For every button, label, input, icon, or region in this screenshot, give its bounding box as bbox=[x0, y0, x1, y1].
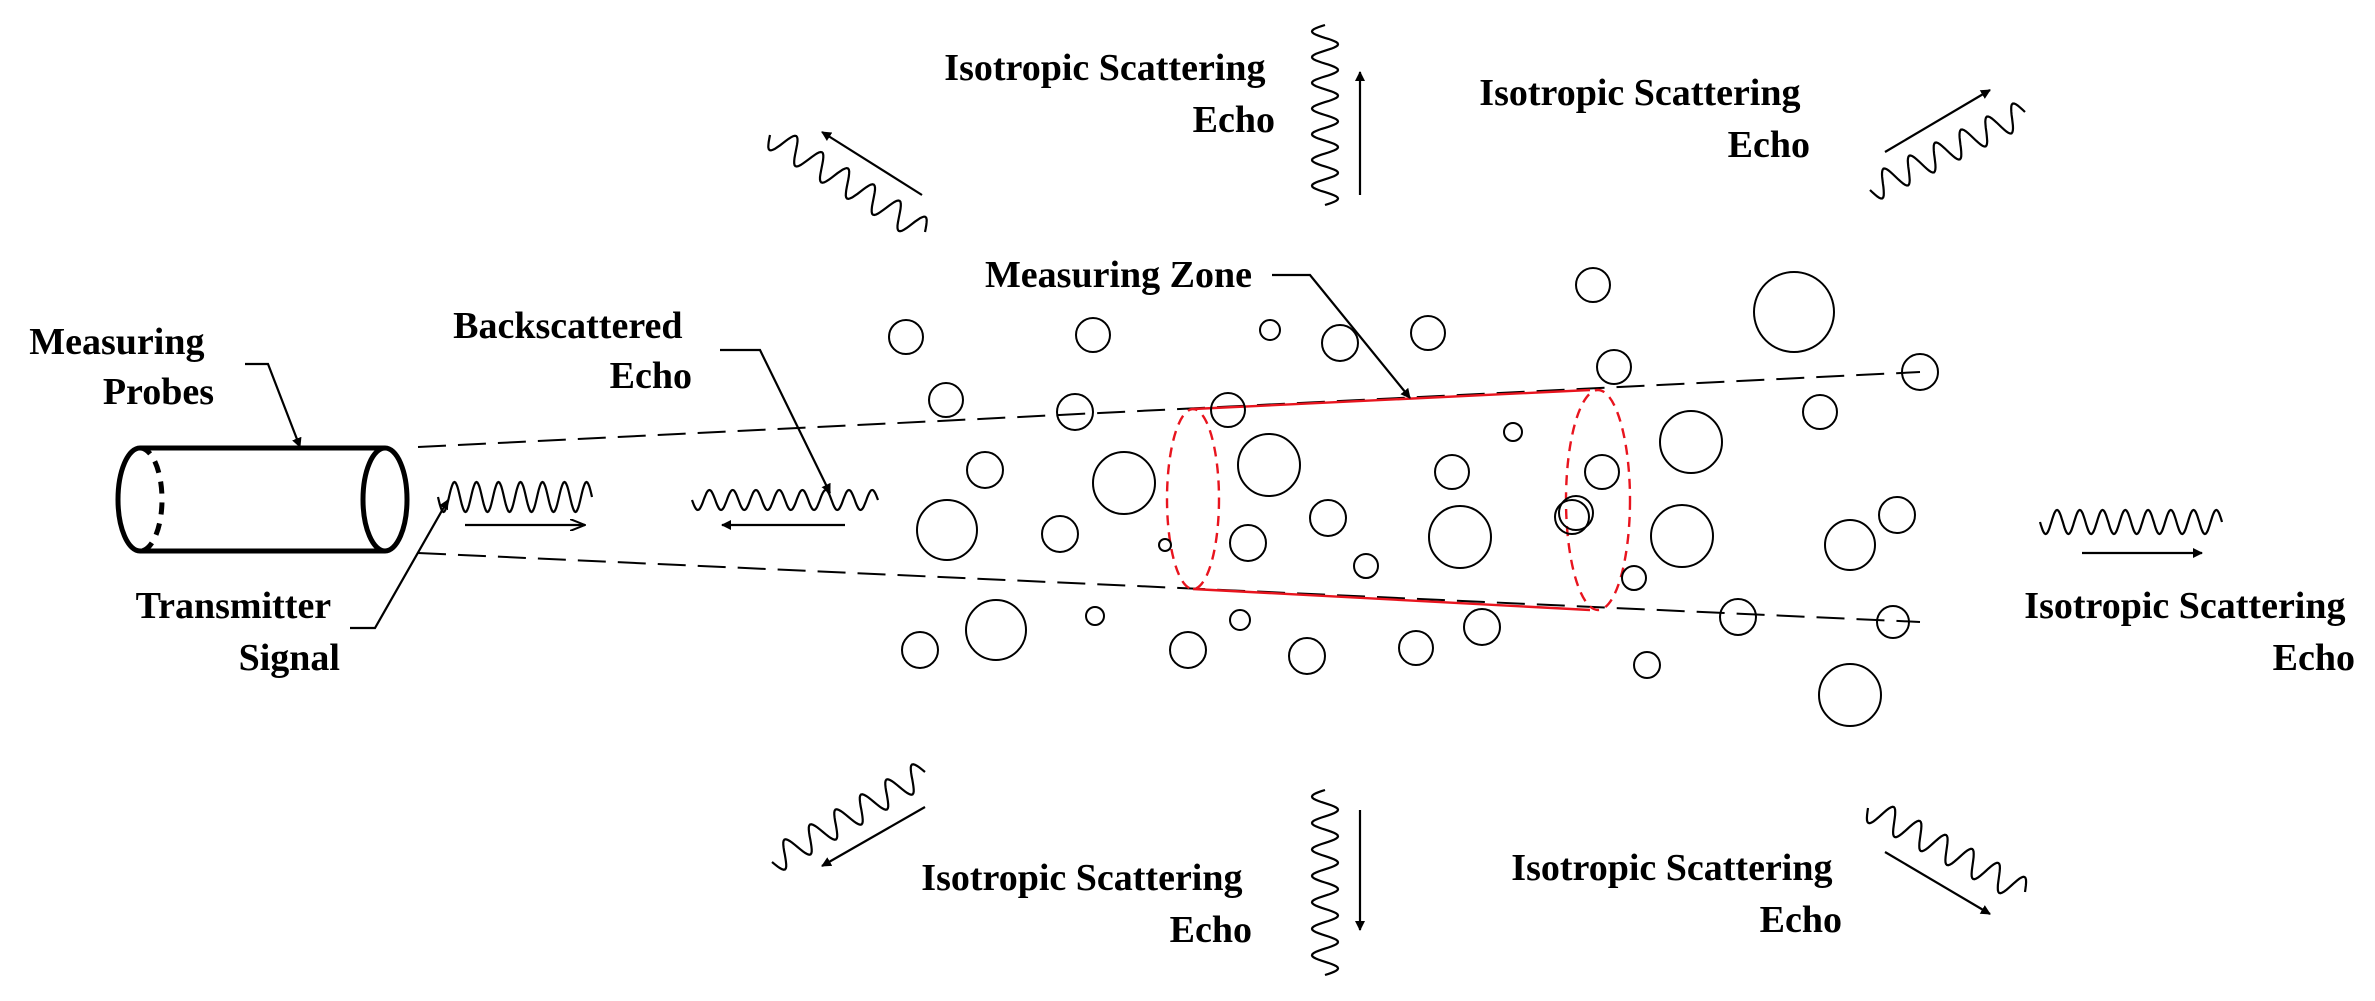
particle bbox=[1434, 454, 1470, 490]
particle bbox=[1876, 605, 1910, 639]
upper-right-scatter-arrow bbox=[1884, 89, 1991, 153]
lower-left-scatter-wave bbox=[771, 763, 926, 871]
particle bbox=[1575, 267, 1611, 303]
particle bbox=[1092, 451, 1156, 515]
backscattered-wave bbox=[690, 488, 880, 512]
upper-right-scatter-wave bbox=[1869, 102, 2026, 200]
particle bbox=[1621, 565, 1647, 591]
label-isotropic-echo-right: Isotropic Scattering Echo bbox=[2024, 585, 2355, 679]
label-isotropic-echo-bottom-center: Isotropic Scattering Echo bbox=[921, 857, 1252, 951]
particle bbox=[1410, 315, 1446, 351]
particle bbox=[1503, 422, 1523, 442]
particle bbox=[1321, 324, 1359, 362]
lower-right-scatter-wave bbox=[1865, 805, 2028, 895]
particle bbox=[1229, 609, 1251, 631]
particle bbox=[1353, 553, 1379, 579]
particle bbox=[1719, 598, 1757, 636]
particle bbox=[1041, 515, 1079, 553]
transmitter-leader bbox=[350, 499, 449, 630]
particle bbox=[1085, 606, 1105, 626]
particle bbox=[1753, 271, 1835, 353]
particle bbox=[1554, 499, 1590, 535]
particle bbox=[1428, 505, 1492, 569]
particle bbox=[1259, 319, 1281, 341]
label-isotropic-echo-top-center: Isotropic Scattering Echo bbox=[944, 47, 1275, 141]
particle bbox=[1237, 433, 1301, 497]
measuring-zone bbox=[1165, 388, 1632, 612]
label-transmitter-signal: Transmitter Signal bbox=[136, 585, 340, 679]
particle bbox=[888, 319, 924, 355]
upward-scatter-wave bbox=[1310, 23, 1340, 207]
transmitter-wave bbox=[436, 480, 594, 514]
labels: Measuring Probes Transmitter Signal Back… bbox=[29, 47, 2355, 951]
particle bbox=[901, 631, 939, 669]
backscattered-leader bbox=[720, 348, 831, 494]
upper-left-scatter-arrow bbox=[821, 131, 923, 196]
downward-scatter-wave bbox=[1310, 788, 1340, 977]
particle bbox=[1818, 663, 1882, 727]
zone-top-edge bbox=[1192, 388, 1591, 411]
particle bbox=[1659, 410, 1723, 474]
particle bbox=[1309, 499, 1347, 537]
probe-front-face bbox=[360, 445, 410, 554]
probes-leader bbox=[245, 362, 302, 448]
measuring-probe bbox=[115, 445, 410, 554]
leader-lines bbox=[245, 273, 1411, 630]
particle bbox=[1229, 524, 1267, 562]
particle bbox=[1288, 637, 1326, 675]
particle bbox=[965, 599, 1027, 661]
particle bbox=[1056, 393, 1094, 431]
particle bbox=[1075, 317, 1111, 353]
particle bbox=[928, 382, 964, 418]
particle bbox=[1633, 651, 1661, 679]
particle bbox=[916, 499, 978, 561]
particle bbox=[1463, 608, 1501, 646]
beam-upper-boundary bbox=[417, 371, 1921, 448]
particle bbox=[1158, 538, 1172, 552]
particle bbox=[1584, 454, 1620, 490]
measuring-zone-leader bbox=[1272, 273, 1411, 399]
label-measuring-probes: Measuring Probes bbox=[29, 321, 214, 413]
waves bbox=[436, 23, 2224, 977]
particle bbox=[1824, 519, 1876, 571]
upper-left-scatter-wave bbox=[767, 134, 928, 233]
probe-back-cap bbox=[115, 445, 141, 554]
particle bbox=[966, 451, 1004, 489]
particle bbox=[1901, 353, 1939, 391]
zone-left-face bbox=[1165, 407, 1221, 591]
label-isotropic-echo-bottom-right: Isotropic Scattering Echo bbox=[1511, 847, 1842, 941]
particle bbox=[1210, 392, 1246, 428]
particle bbox=[1558, 495, 1594, 531]
particle bbox=[1802, 394, 1838, 430]
beam-boundaries bbox=[417, 371, 1921, 623]
particle bbox=[1596, 349, 1632, 385]
lower-right-scatter-arrow bbox=[1884, 851, 1991, 915]
label-isotropic-echo-top-right: Isotropic Scattering Echo bbox=[1479, 72, 1810, 166]
zone-bottom-edge bbox=[1192, 587, 1591, 612]
beam-lower-boundary bbox=[417, 552, 1921, 623]
particle bbox=[1878, 496, 1916, 534]
particle bbox=[1169, 631, 1207, 669]
label-backscattered-echo: Backscattered Echo bbox=[453, 305, 692, 397]
lower-left-scatter-arrow bbox=[821, 806, 926, 867]
particle bbox=[1650, 504, 1714, 568]
probe-back-cap-hidden bbox=[139, 445, 165, 554]
forward-scatter-wave bbox=[2038, 508, 2224, 536]
particle bbox=[1398, 630, 1434, 666]
label-measuring-zone: Measuring Zone bbox=[985, 254, 1252, 296]
scattering-particles bbox=[888, 267, 1939, 727]
